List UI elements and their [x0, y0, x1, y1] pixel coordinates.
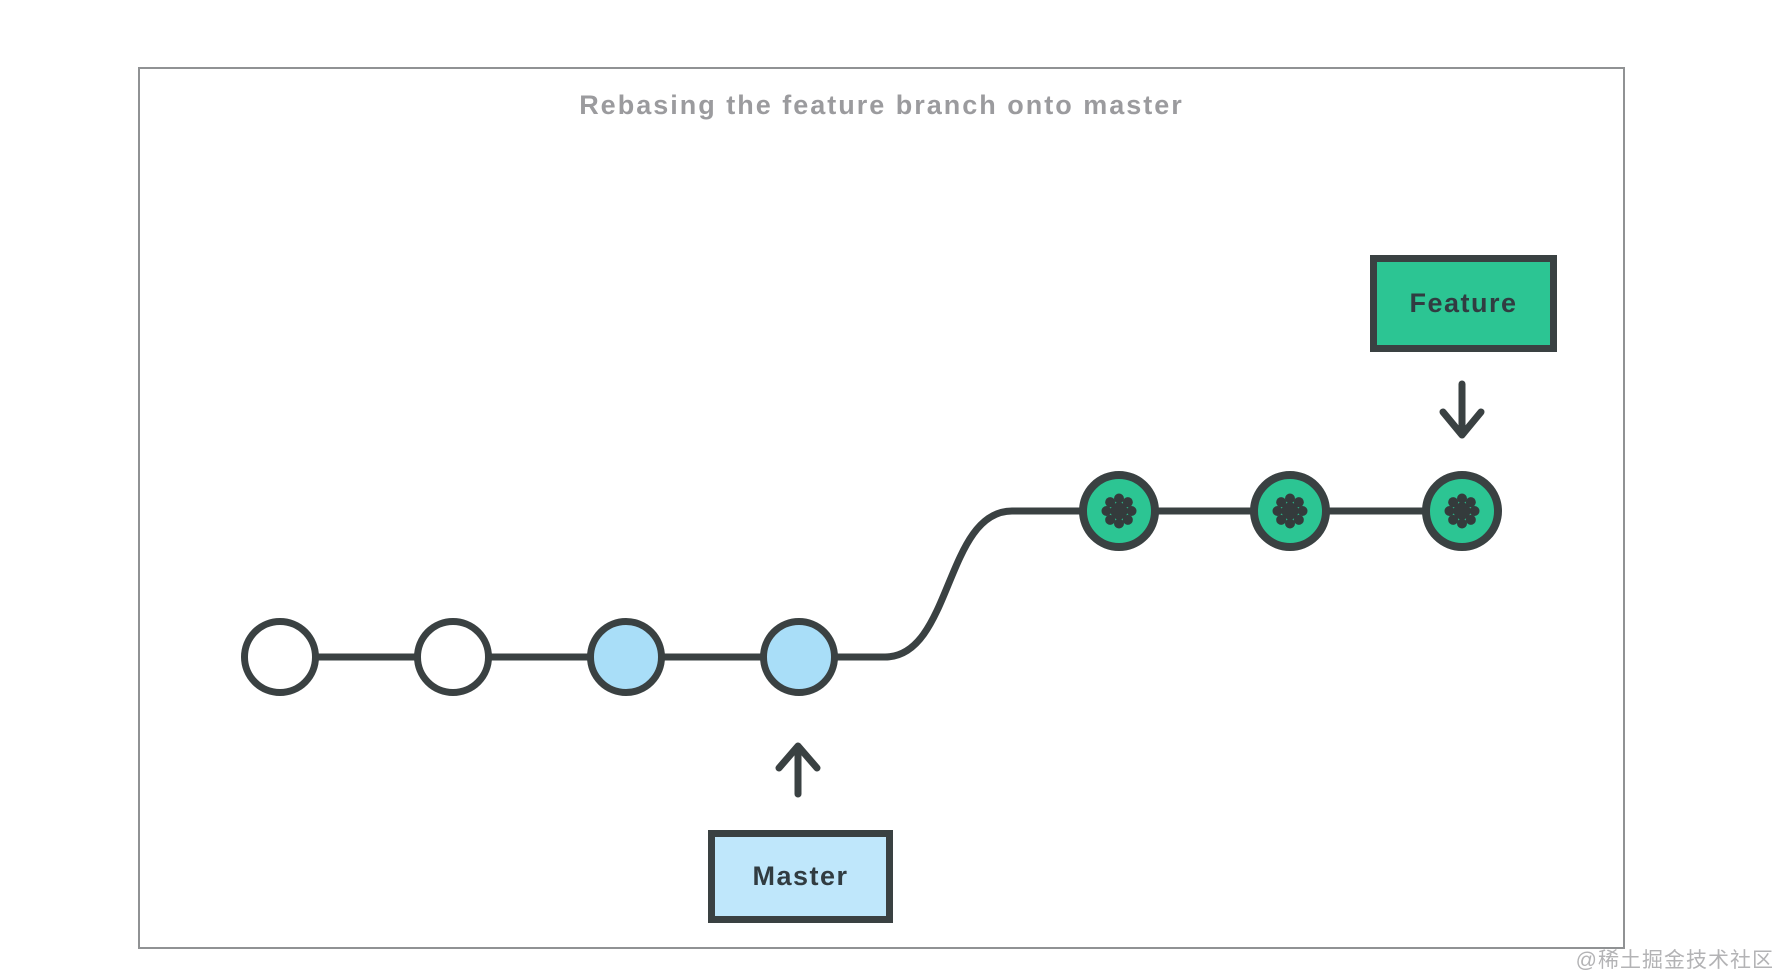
master-branch-label-text: Master [752, 861, 849, 891]
master-commit-node-2 [414, 618, 492, 696]
master-commit-node-4 [760, 618, 838, 696]
master-branch-label: Master [708, 830, 893, 923]
feature-commit-node-1 [1079, 471, 1159, 551]
feature-branch-label-text: Feature [1409, 288, 1518, 318]
master-commit-node-3 [587, 618, 665, 696]
feature-branch-label: Feature [1370, 255, 1557, 352]
commit-asterisk-icon [1272, 493, 1308, 529]
feature-commit-node-3 [1422, 471, 1502, 551]
commit-asterisk-icon [1101, 493, 1137, 529]
watermark: @稀土掘金技术社区 [1575, 949, 1774, 972]
feature-commit-node-2 [1250, 471, 1330, 551]
commit-asterisk-icon [1444, 493, 1480, 529]
diagram-title: Rebasing the feature branch onto master [579, 90, 1184, 120]
master-commit-node-1 [241, 618, 319, 696]
diagram-frame [138, 67, 1625, 949]
